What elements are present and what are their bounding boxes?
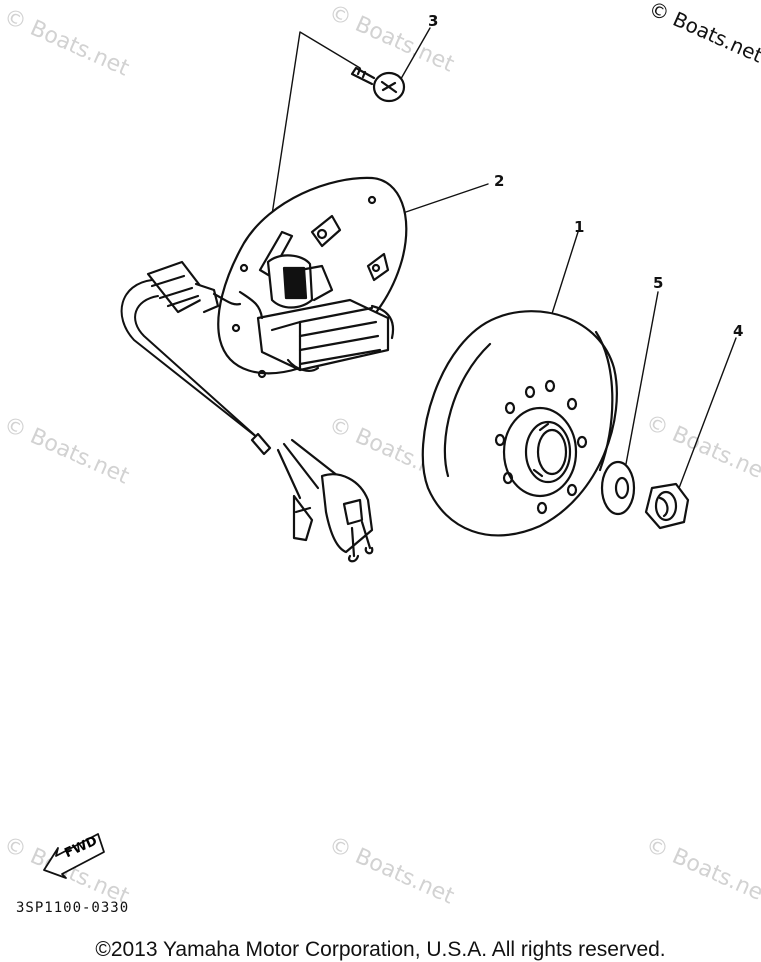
callout-number-5: 5 xyxy=(653,274,664,292)
washer-part-5 xyxy=(600,460,636,516)
leader-line-5 xyxy=(625,291,659,465)
leader-line-3 xyxy=(397,27,431,85)
leader-line-4 xyxy=(675,337,737,497)
diagram-code: 3SP1100-0330 xyxy=(16,900,130,916)
callout-number-4: 4 xyxy=(733,322,744,340)
nut-part-4 xyxy=(644,482,690,530)
leader-line-2 xyxy=(399,183,489,215)
stator-assembly-part-2 xyxy=(217,176,408,379)
rotor-flywheel-part-1 xyxy=(421,310,618,537)
callout-number-2: 2 xyxy=(494,172,505,190)
screw-part-3 xyxy=(350,66,406,103)
wire-harness xyxy=(120,260,374,563)
callout-number-1: 1 xyxy=(574,218,585,236)
leader-line-1 xyxy=(549,231,579,321)
callout-number-3: 3 xyxy=(428,12,439,30)
copyright-notice: ©2013 Yamaha Motor Corporation, U.S.A. A… xyxy=(95,938,666,961)
leader-line-3-bracket xyxy=(261,31,361,281)
fwd-arrow-icon xyxy=(43,833,105,879)
